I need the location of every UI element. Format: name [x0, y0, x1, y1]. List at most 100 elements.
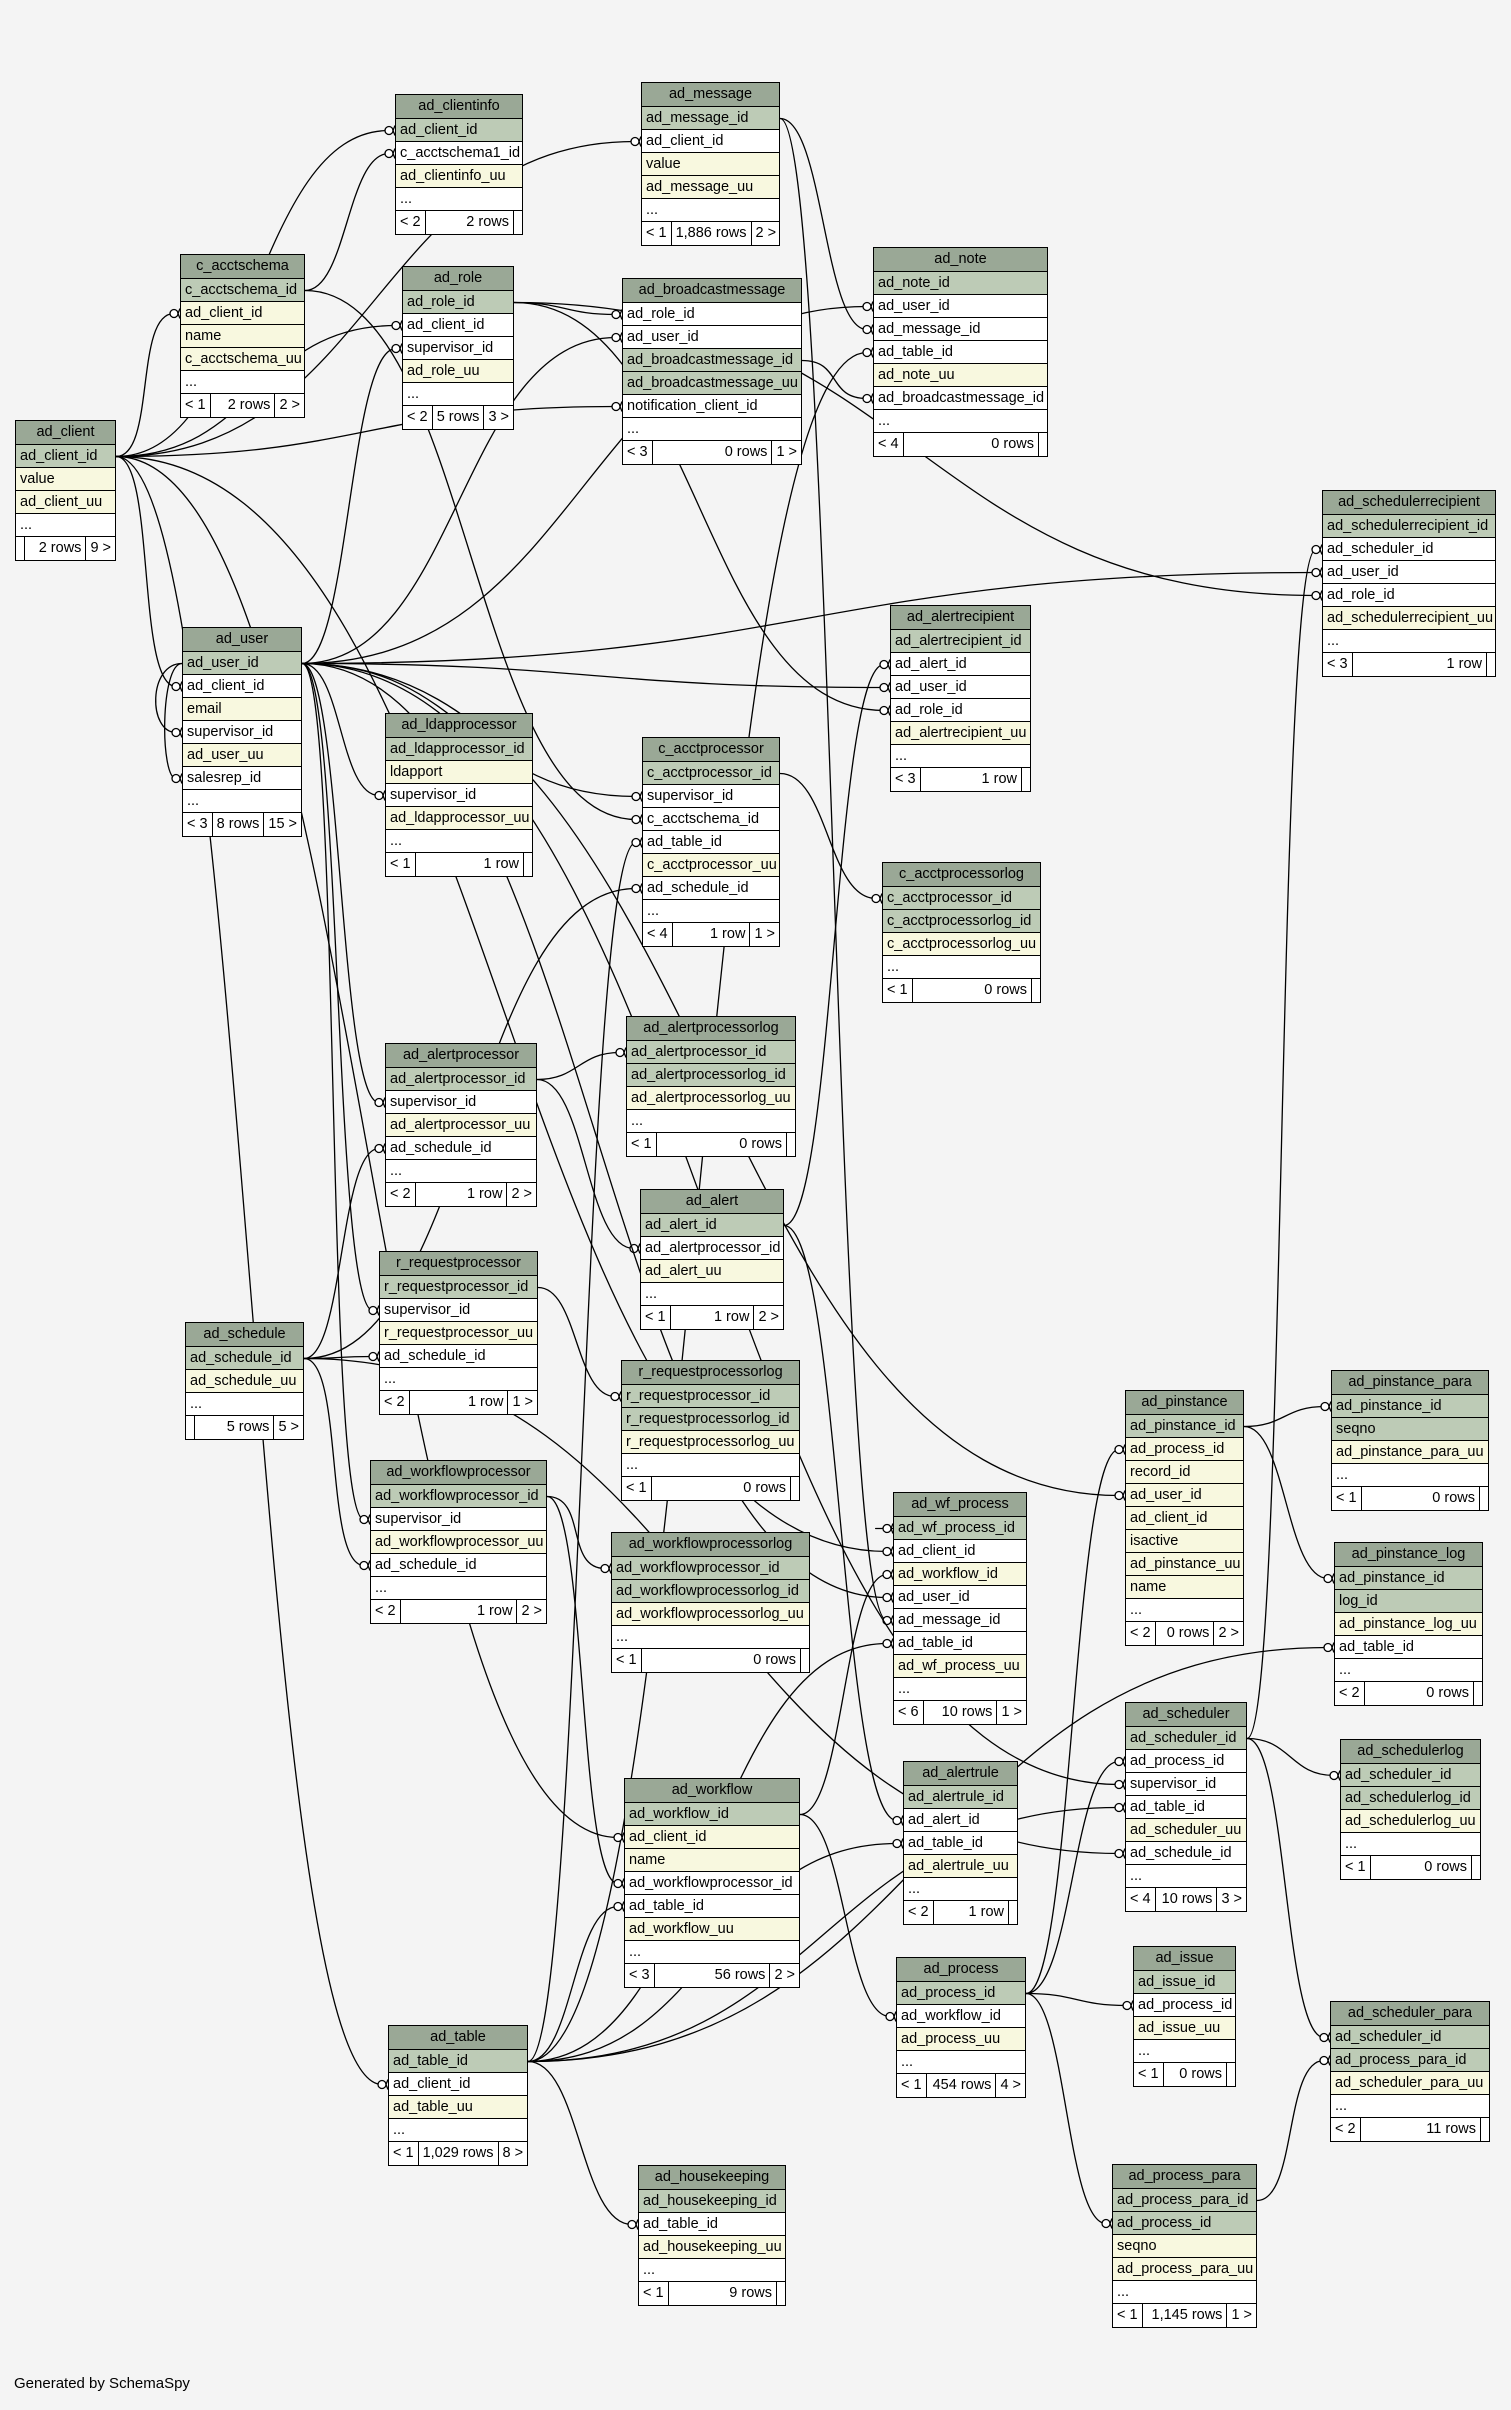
column[interactable]: ...: [389, 2119, 527, 2142]
column[interactable]: ...: [639, 2259, 785, 2282]
column[interactable]: r_requestprocessor_id: [622, 1385, 799, 1408]
column[interactable]: c_acctschema_uu: [181, 348, 304, 371]
column[interactable]: ad_message_id: [874, 318, 1047, 341]
column[interactable]: ad_pinstance_id: [1332, 1395, 1488, 1418]
column[interactable]: ad_schedule_id: [386, 1137, 536, 1160]
column[interactable]: name: [1126, 1576, 1243, 1599]
column[interactable]: ad_housekeeping_id: [639, 2190, 785, 2213]
column[interactable]: ad_clientinfo_uu: [396, 165, 522, 188]
column[interactable]: ad_table_id: [904, 1832, 1017, 1855]
column[interactable]: ad_role_id: [623, 303, 801, 326]
column[interactable]: ad_ldapprocessor_id: [386, 738, 532, 761]
column[interactable]: r_requestprocessor_id: [380, 1276, 537, 1299]
column[interactable]: ...: [181, 371, 304, 394]
column[interactable]: ad_client_id: [16, 445, 115, 468]
column[interactable]: ad_process_para_id: [1331, 2049, 1489, 2072]
column[interactable]: ad_workflow_id: [625, 1803, 799, 1826]
column[interactable]: ad_schedulerlog_uu: [1341, 1810, 1480, 1833]
column[interactable]: supervisor_id: [643, 785, 779, 808]
column[interactable]: ad_role_uu: [403, 360, 513, 383]
column[interactable]: ...: [897, 2051, 1025, 2074]
column[interactable]: ad_client_id: [183, 675, 301, 698]
column[interactable]: supervisor_id: [403, 337, 513, 360]
column[interactable]: ad_process_id: [1126, 1750, 1246, 1773]
column[interactable]: ad_wf_process_id: [894, 1517, 1026, 1540]
column[interactable]: value: [16, 468, 115, 491]
column[interactable]: ...: [894, 1678, 1026, 1701]
column[interactable]: ad_alertrule_id: [904, 1786, 1017, 1809]
column[interactable]: ad_client_id: [625, 1826, 799, 1849]
column[interactable]: ad_scheduler_id: [1323, 538, 1495, 561]
column[interactable]: ad_client_id: [181, 302, 304, 325]
column[interactable]: ad_broadcastmessage_id: [623, 349, 801, 372]
column[interactable]: ad_process_uu: [897, 2028, 1025, 2051]
column[interactable]: ...: [386, 1160, 536, 1183]
column[interactable]: record_id: [1126, 1461, 1243, 1484]
column[interactable]: log_id: [1335, 1590, 1482, 1613]
column[interactable]: value: [642, 153, 779, 176]
column[interactable]: ...: [1134, 2040, 1235, 2063]
column[interactable]: ad_issue_id: [1134, 1971, 1235, 1994]
column[interactable]: ad_pinstance_uu: [1126, 1553, 1243, 1576]
column[interactable]: ad_user_id: [623, 326, 801, 349]
column[interactable]: ad_workflowprocessorlog_uu: [612, 1603, 809, 1626]
column[interactable]: ad_ldapprocessor_uu: [386, 807, 532, 830]
column[interactable]: ad_note_id: [874, 272, 1047, 295]
column[interactable]: ad_client_id: [396, 119, 522, 142]
column[interactable]: ...: [891, 745, 1030, 768]
column[interactable]: ...: [403, 383, 513, 406]
column[interactable]: ad_workflowprocessorlog_id: [612, 1580, 809, 1603]
column[interactable]: c_acctprocessorlog_uu: [883, 933, 1040, 956]
column[interactable]: ad_table_id: [389, 2050, 527, 2073]
column[interactable]: ad_table_id: [625, 1895, 799, 1918]
column[interactable]: ...: [1331, 2095, 1489, 2118]
column[interactable]: ...: [186, 1393, 303, 1416]
column[interactable]: ad_scheduler_id: [1126, 1727, 1246, 1750]
column[interactable]: ad_process_id: [1126, 1438, 1243, 1461]
column[interactable]: ad_alert_id: [904, 1809, 1017, 1832]
column[interactable]: ...: [874, 410, 1047, 433]
column[interactable]: ad_scheduler_id: [1341, 1764, 1480, 1787]
column[interactable]: c_acctschema_id: [181, 279, 304, 302]
column[interactable]: ad_table_id: [1335, 1636, 1482, 1659]
column[interactable]: c_acctschema1_id: [396, 142, 522, 165]
column[interactable]: ...: [371, 1577, 546, 1600]
column[interactable]: ad_client_id: [1126, 1507, 1243, 1530]
column[interactable]: ad_user_id: [1126, 1484, 1243, 1507]
column[interactable]: salesrep_id: [183, 767, 301, 790]
column[interactable]: ad_alert_uu: [641, 1260, 783, 1283]
column[interactable]: ...: [1126, 1599, 1243, 1622]
column[interactable]: ...: [612, 1626, 809, 1649]
column[interactable]: ...: [380, 1368, 537, 1391]
column[interactable]: ad_wf_process_uu: [894, 1655, 1026, 1678]
column[interactable]: ad_table_id: [894, 1632, 1026, 1655]
column[interactable]: ad_workflowprocessor_id: [371, 1485, 546, 1508]
column[interactable]: ad_user_id: [874, 295, 1047, 318]
column[interactable]: r_requestprocessor_uu: [380, 1322, 537, 1345]
column[interactable]: c_acctschema_id: [643, 808, 779, 831]
column[interactable]: ad_table_id: [639, 2213, 785, 2236]
column[interactable]: ad_issue_uu: [1134, 2017, 1235, 2040]
column[interactable]: ad_client_id: [389, 2073, 527, 2096]
column[interactable]: seqno: [1332, 1418, 1488, 1441]
column[interactable]: ...: [627, 1110, 795, 1133]
column[interactable]: ad_scheduler_uu: [1126, 1819, 1246, 1842]
